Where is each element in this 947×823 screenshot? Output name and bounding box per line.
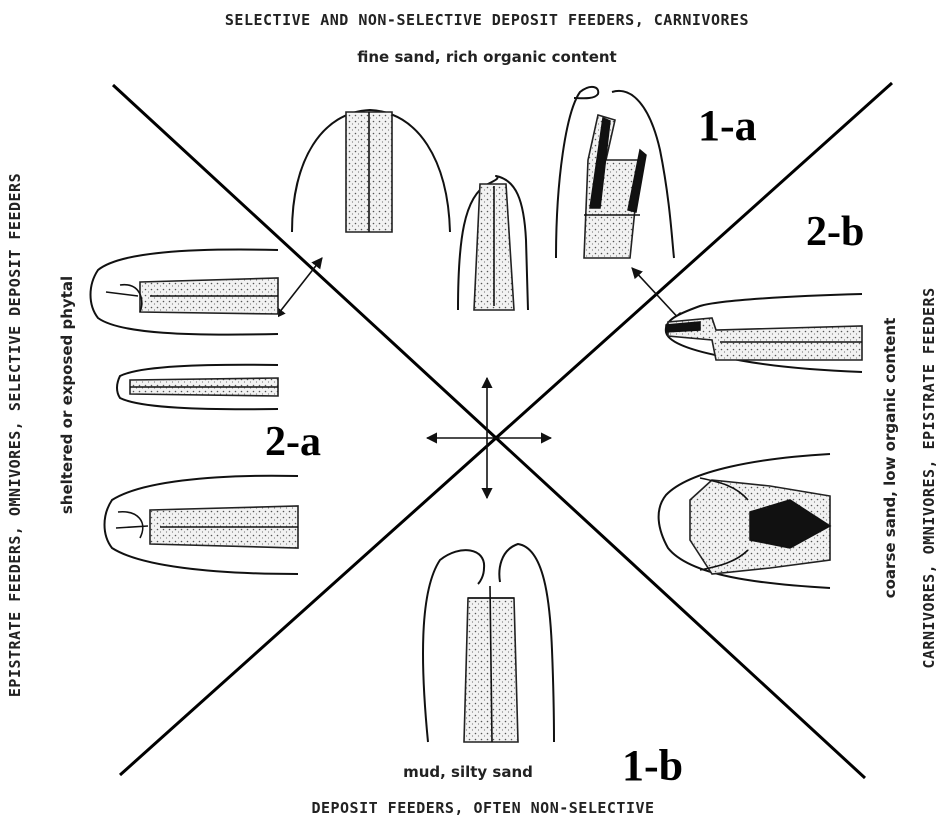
center-arrows xyxy=(427,378,551,498)
nematode-head-right-lower xyxy=(659,454,830,588)
nematode-head-right-upper xyxy=(666,294,862,372)
bottom-heading: DEPOSIT FEEDERS, OFTEN NON-SELECTIVE xyxy=(311,799,654,817)
right-heading: CARNIVORES, OMNIVORES, EPISTRATE FEEDERS xyxy=(920,287,938,668)
nematode-head-top-right xyxy=(556,87,674,258)
top-heading: SELECTIVE AND NON-SELECTIVE DEPOSIT FEED… xyxy=(225,11,749,29)
quadrant-label-1b: 1-b xyxy=(622,741,683,790)
bottom-substrate: mud, silty sand xyxy=(403,763,533,781)
quadrant-label-1a: 1-a xyxy=(698,101,757,150)
right-substrate: coarse sand, low organic content xyxy=(881,318,899,599)
nematode-head-left-middle xyxy=(117,365,278,409)
quadrant-label-2a: 2-a xyxy=(265,419,321,465)
nematode-head-top-center xyxy=(458,176,528,310)
nematode-head-top-left xyxy=(292,110,450,232)
top-substrate: fine sand, rich organic content xyxy=(357,48,616,66)
nematode-head-bottom xyxy=(423,544,554,742)
left-substrate: sheltered or exposed phytal xyxy=(58,276,76,514)
nematode-head-left-lower xyxy=(105,476,299,574)
quadrant-label-2b: 2-b xyxy=(806,209,864,255)
arrow-upper-left xyxy=(275,258,322,318)
left-heading: EPISTRATE FEEDERS, OMNIVORES, SELECTIVE … xyxy=(6,173,24,697)
nematode-head-left-upper xyxy=(91,250,279,335)
